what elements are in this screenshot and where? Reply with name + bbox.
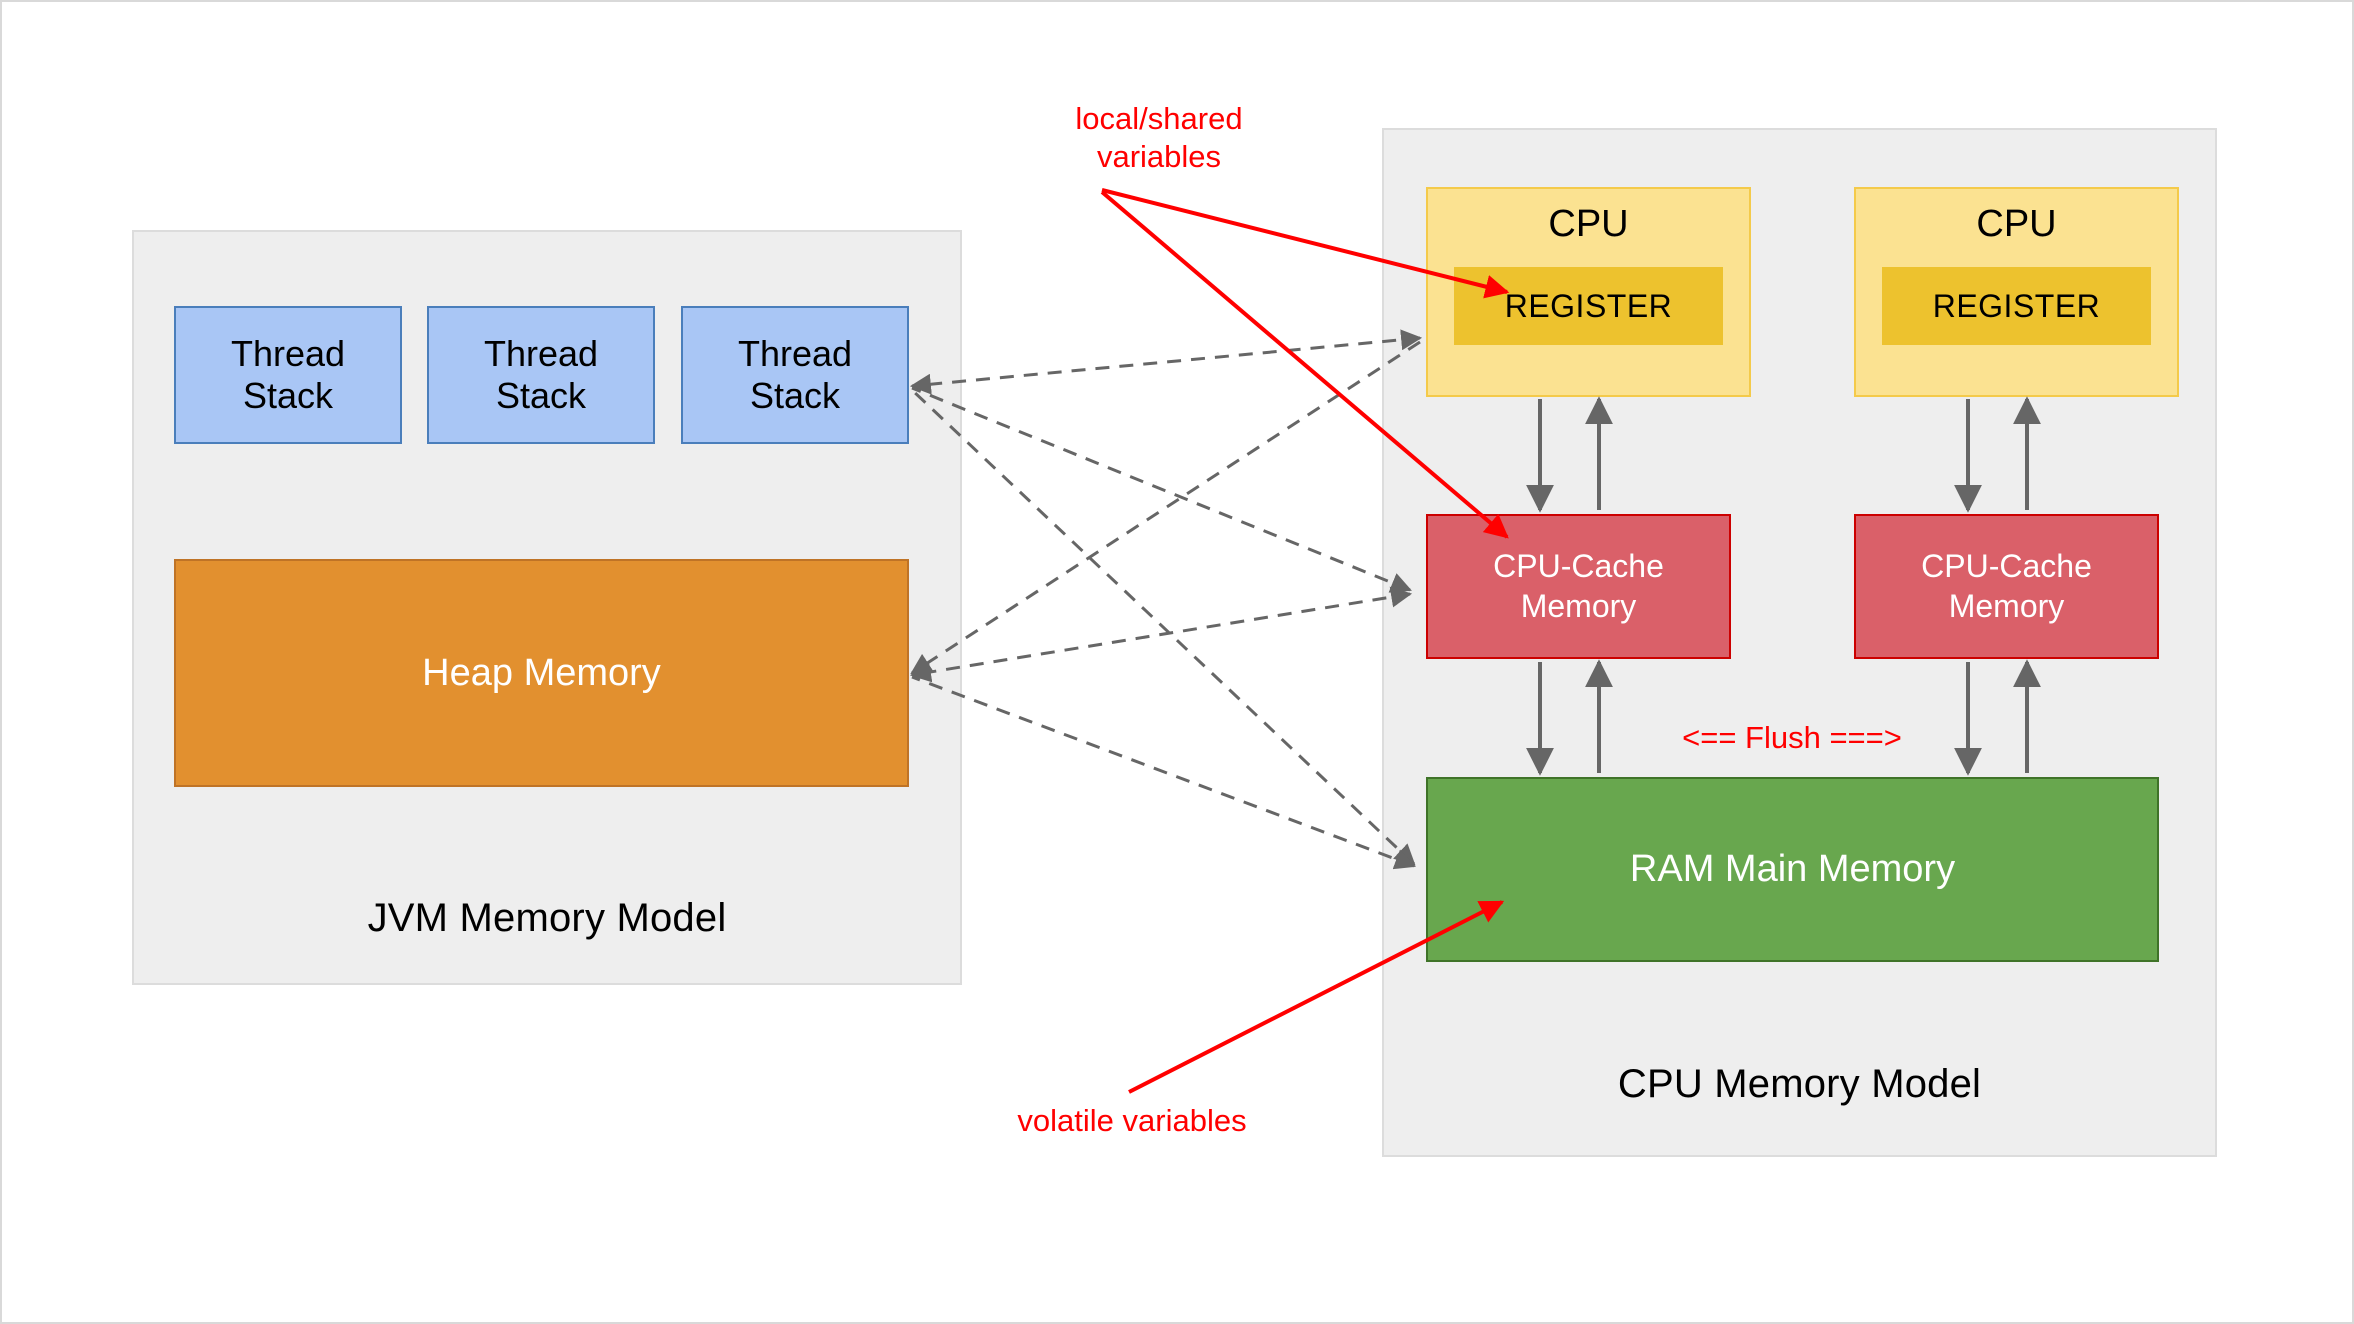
cpu-label-1: CPU [1548,203,1629,245]
edge-threadstack-to-ram [910,388,1416,866]
thread-stack-box-1[interactable]: Thread Stack [174,306,402,444]
jvm-memory-model-title: JVM Memory Model [367,896,727,940]
edge-threadstack-to-cache [911,386,1412,593]
annotation-local-shared-variables: local/shared variables [1075,101,1243,174]
flush-label: <== Flush ===> [1682,720,1902,755]
cpu-label-2: CPU [1976,203,2057,245]
edge-heap-to-register [910,340,1421,675]
cpu-box-1[interactable]: CPU REGISTER [1426,187,1751,397]
annotation-volatile-variables: volatile variables [1017,1103,1247,1138]
edge-heap-to-cache [909,586,1413,683]
cpu-cache-memory-box-2[interactable]: CPU-Cache Memory [1854,514,2159,659]
dashed-edge-group [909,329,1423,870]
cpu-memory-model-title: CPU Memory Model [1617,1062,1982,1106]
ram-main-memory-box[interactable]: RAM Main Memory [1426,777,2159,962]
cpu-box-2[interactable]: CPU REGISTER [1854,187,2179,397]
thread-stack-box-3[interactable]: Thread Stack [681,306,909,444]
cpu-cache-memory-box-1[interactable]: CPU-Cache Memory [1426,514,1731,659]
register-box-1[interactable]: REGISTER [1454,267,1723,345]
edge-heap-to-ram [911,675,1416,870]
thread-stack-box-2[interactable]: Thread Stack [427,306,655,444]
edge-threadstack-to-register [909,329,1423,395]
heap-memory-box[interactable]: Heap Memory [174,559,909,787]
register-box-2[interactable]: REGISTER [1882,267,2151,345]
